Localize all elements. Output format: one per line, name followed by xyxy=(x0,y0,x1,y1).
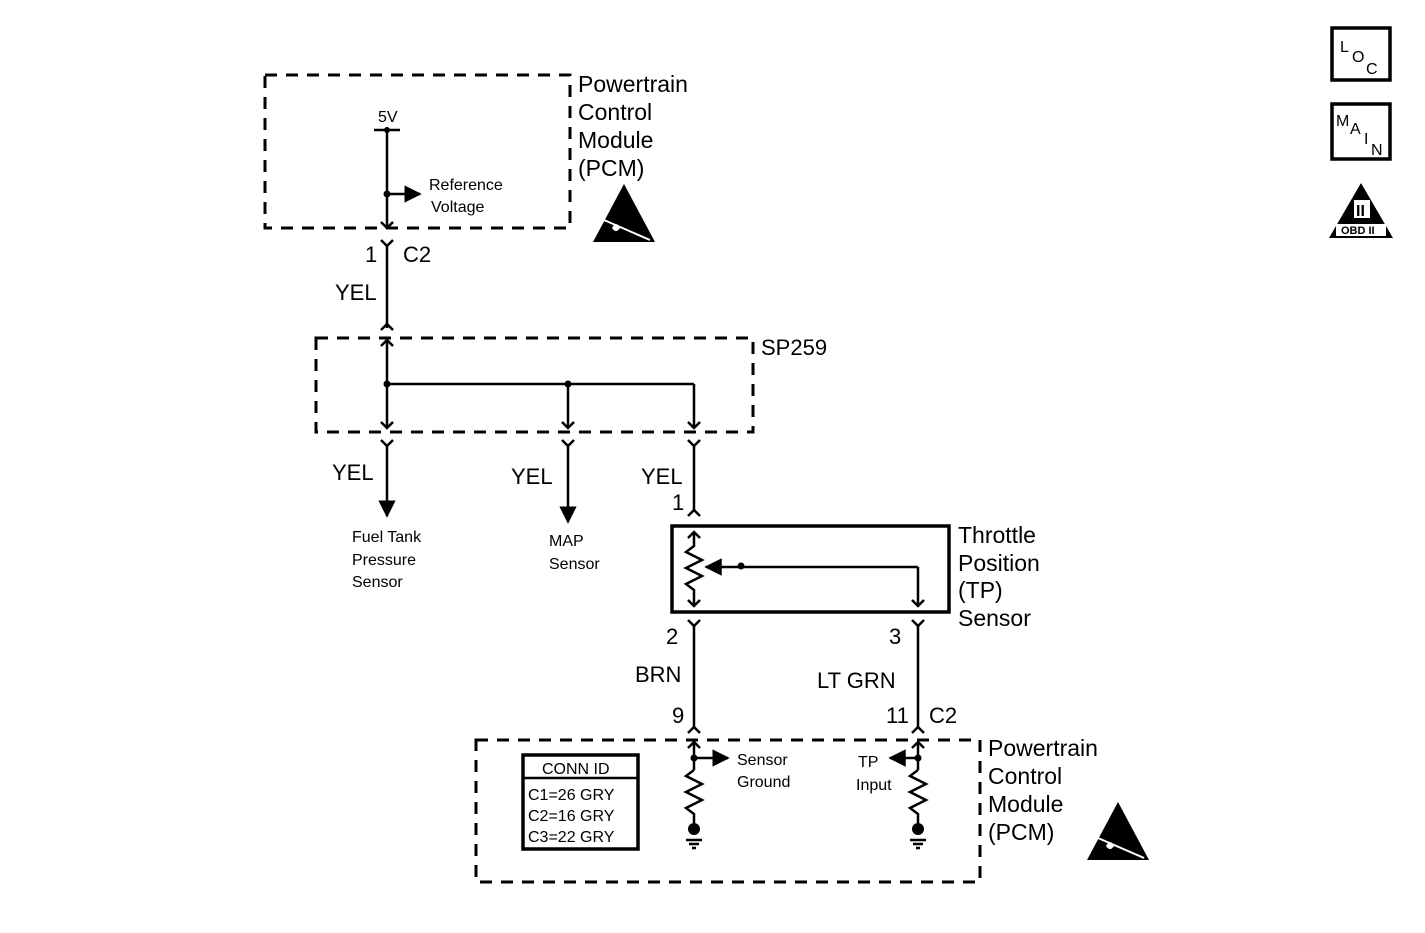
svg-text:(TP): (TP) xyxy=(958,577,1003,603)
connector-c2-top: C2 xyxy=(403,242,431,267)
svg-text:C1=26 GRY: C1=26 GRY xyxy=(528,787,615,804)
svg-text:Module: Module xyxy=(578,127,653,153)
svg-text:BRN: BRN xyxy=(635,662,681,687)
svg-text:9: 9 xyxy=(672,703,684,728)
svg-text:M: M xyxy=(1336,113,1349,130)
svg-text:3: 3 xyxy=(889,624,901,649)
svg-text:YEL: YEL xyxy=(641,464,683,489)
svg-text:C: C xyxy=(1366,61,1378,78)
ground-icon xyxy=(688,823,700,835)
svg-text:Sensor: Sensor xyxy=(549,556,600,573)
svg-text:2: 2 xyxy=(666,624,678,649)
esd-warning-icon xyxy=(593,184,655,242)
svg-text:C2=16 GRY: C2=16 GRY xyxy=(528,808,615,825)
tp-input-label: TP xyxy=(858,754,878,771)
splice-sp259-boundary xyxy=(314,336,755,434)
map-sensor-label: MAP xyxy=(549,533,584,550)
connector-c2-bottom: C2 xyxy=(929,703,957,728)
pin-1-label: 1 xyxy=(365,242,377,267)
svg-text:(PCM): (PCM) xyxy=(578,155,644,181)
svg-text:O: O xyxy=(1352,49,1364,66)
splice-label: SP259 xyxy=(761,335,827,360)
svg-text:C3=22 GRY: C3=22 GRY xyxy=(528,829,615,846)
svg-text:YEL: YEL xyxy=(335,280,377,305)
svg-text:A: A xyxy=(1350,121,1361,138)
tp-sensor-title: Throttle xyxy=(958,522,1036,548)
svg-text:Sensor: Sensor xyxy=(352,574,403,591)
svg-text:11: 11 xyxy=(886,703,909,728)
svg-text:(PCM): (PCM) xyxy=(988,819,1054,845)
tp-resistor xyxy=(683,532,705,606)
pcm-bottom-boundary xyxy=(474,738,982,884)
pcm-bottom-title: Powertrain xyxy=(988,735,1098,761)
svg-text:CONN ID: CONN ID xyxy=(542,761,610,778)
obd-ii-badge: II OBD II xyxy=(1329,183,1393,238)
pcm-top-boundary xyxy=(263,73,572,230)
svg-text:LT GRN: LT GRN xyxy=(817,668,896,693)
tp-sensor-box xyxy=(670,524,951,614)
svg-text:L: L xyxy=(1340,39,1349,56)
svg-text:N: N xyxy=(1371,142,1383,159)
fuel-tank-sensor-label: Fuel Tank xyxy=(352,529,422,546)
reference-voltage-label: Reference xyxy=(429,177,503,194)
svg-text:Control: Control xyxy=(578,99,652,125)
svg-text:II: II xyxy=(1356,203,1365,220)
svg-text:Input: Input xyxy=(856,777,892,794)
svg-text:YEL: YEL xyxy=(511,464,553,489)
conn-id-table: CONN ID C1=26 GRY C2=16 GRY C3=22 GRY xyxy=(521,753,640,851)
sensor-ground-label: Sensor xyxy=(737,752,788,769)
esd-warning-icon xyxy=(1087,802,1149,860)
svg-text:Position: Position xyxy=(958,550,1040,576)
svg-text:I: I xyxy=(1364,131,1368,148)
svg-text:YEL: YEL xyxy=(332,460,374,485)
svg-text:Control: Control xyxy=(988,763,1062,789)
svg-text:OBD II: OBD II xyxy=(1341,225,1375,237)
ground-icon xyxy=(912,823,924,835)
svg-text:1: 1 xyxy=(672,490,684,515)
svg-text:Module: Module xyxy=(988,791,1063,817)
svg-text:Pressure: Pressure xyxy=(352,552,416,569)
svg-text:Ground: Ground xyxy=(737,774,790,791)
loc-badge: L O C xyxy=(1330,26,1392,82)
svg-text:Sensor: Sensor xyxy=(958,605,1031,631)
svg-text:Voltage: Voltage xyxy=(431,199,484,216)
voltage-label: 5V xyxy=(378,109,398,126)
main-badge: M A I N xyxy=(1330,102,1392,161)
pcm-top-title: Powertrain xyxy=(578,71,688,97)
